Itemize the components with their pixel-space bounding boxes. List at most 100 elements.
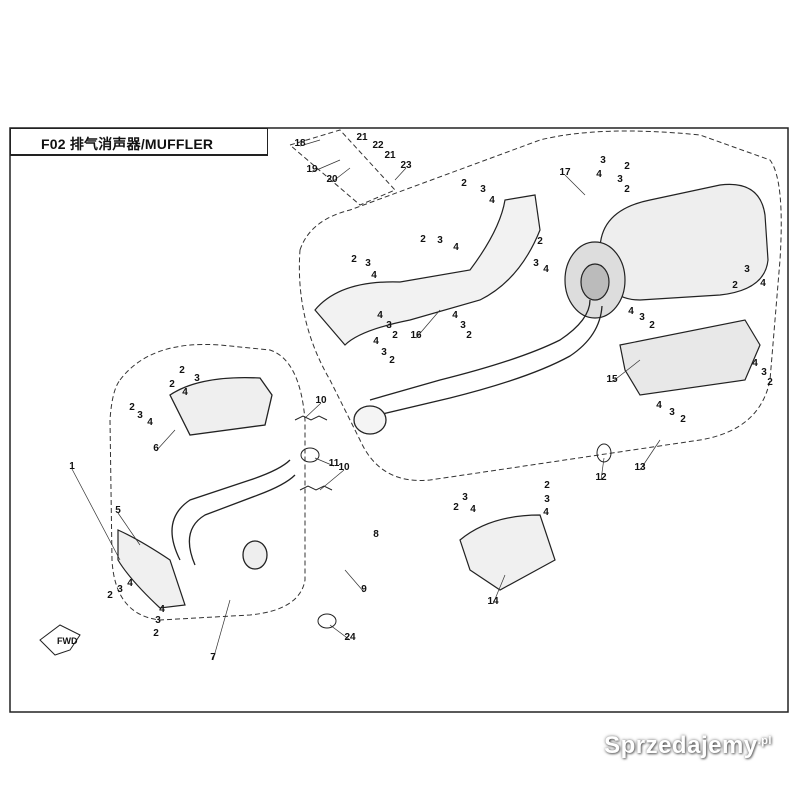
- part-callout: 3: [639, 312, 645, 323]
- leader-line: [212, 599, 231, 661]
- leader-line: [155, 429, 176, 452]
- leader-line: [600, 457, 605, 481]
- part-callout: 12: [595, 472, 607, 483]
- part-callout: 3: [462, 492, 468, 503]
- leader-line: [611, 359, 641, 383]
- part-callout: 2: [624, 161, 630, 172]
- leader-line: [492, 574, 506, 605]
- part-callout: 22: [372, 140, 384, 151]
- part-callout: 4: [452, 310, 458, 321]
- part-callout: 2: [466, 330, 472, 341]
- part-callout: 3: [386, 320, 392, 331]
- leader-line: [329, 624, 351, 641]
- part-callout: 11: [329, 458, 340, 469]
- part-callout: 4: [760, 278, 766, 289]
- part-callout: 8: [373, 529, 379, 540]
- part-callout: 4: [596, 169, 602, 180]
- diagram-frame: [9, 127, 789, 713]
- part-callout: 24: [344, 632, 356, 643]
- part-callout: 2: [153, 628, 159, 639]
- leader-line: [319, 469, 345, 491]
- front-exhaust-pipe: [169, 376, 296, 570]
- leader-line: [71, 468, 121, 561]
- leader-line: [299, 139, 321, 147]
- part-callout: 2: [624, 184, 630, 195]
- part-callout: 4: [453, 242, 459, 253]
- part-callout: 4: [377, 310, 383, 321]
- leader-line: [117, 512, 141, 546]
- leader-line: [311, 159, 341, 173]
- part-callout: 4: [373, 336, 379, 347]
- heat-shield-upper: [314, 194, 541, 346]
- part-callout: 1: [69, 461, 75, 472]
- assembly-group-outlines: [109, 129, 782, 621]
- leader-line: [344, 569, 365, 593]
- watermark-text: Sprzedajemy: [604, 732, 758, 759]
- part-callout: 6: [153, 443, 159, 454]
- part-callout: 3: [117, 584, 123, 595]
- part-callout: 20: [326, 174, 338, 185]
- fwd-label: FWD: [57, 636, 78, 646]
- part-callout: 3: [533, 258, 539, 269]
- part-callout: 2: [537, 236, 543, 247]
- title-box: F02 排气消声器/MUFFLER: [10, 128, 268, 156]
- leader-line: [564, 174, 586, 196]
- part-callout: 4: [656, 400, 662, 411]
- part-callout: 3: [669, 407, 675, 418]
- part-callout: 2: [544, 480, 550, 491]
- part-callout: 2: [169, 379, 175, 390]
- mid-pipe: [353, 299, 603, 435]
- leader-lines: [71, 139, 661, 661]
- part-callout: 14: [487, 596, 499, 607]
- part-callout: 3: [437, 235, 443, 246]
- part-callout: 4: [470, 504, 476, 515]
- part-callout: 4: [489, 195, 495, 206]
- leader-line: [394, 167, 407, 181]
- muffler-assembly: [564, 183, 769, 396]
- part-callout: 2: [129, 402, 135, 413]
- watermark-suffix: .pl: [757, 735, 772, 747]
- springs: [294, 415, 612, 629]
- part-callout: 3: [600, 155, 606, 166]
- watermark-logo: Sprzedajemy.pl: [604, 732, 772, 760]
- part-callout: 2: [107, 590, 113, 601]
- part-callout: 18: [294, 138, 306, 149]
- leader-line: [639, 439, 661, 471]
- part-callout: 4: [147, 417, 153, 428]
- part-callout: 3: [194, 373, 200, 384]
- part-callout: 9: [361, 584, 367, 595]
- page-title: F02 排气消声器/MUFFLER: [41, 136, 214, 152]
- part-callout: 4: [543, 264, 549, 275]
- part-callout: 19: [306, 164, 318, 175]
- leader-line: [304, 402, 322, 419]
- part-callout: 4: [182, 387, 188, 398]
- part-callout: 3: [617, 174, 623, 185]
- leader-line: [331, 167, 351, 183]
- part-callout: 2: [680, 414, 686, 425]
- part-callout: 3: [544, 494, 550, 505]
- part-callout: 4: [371, 270, 377, 281]
- part-callout: 4: [543, 507, 549, 518]
- part-callout: 7: [210, 652, 216, 663]
- part-callout: 10: [338, 462, 350, 473]
- part-callout: 2: [351, 254, 357, 265]
- leader-line: [314, 457, 335, 467]
- part-callout: 4: [159, 604, 165, 615]
- part-callout: 3: [480, 184, 486, 195]
- part-callout: 16: [410, 330, 422, 341]
- part-callout: 4: [752, 358, 758, 369]
- part-callout: 2: [453, 502, 459, 513]
- part-callout: 13: [634, 462, 646, 473]
- part-callout: 3: [460, 320, 466, 331]
- part-callout: 21: [356, 132, 368, 143]
- part-callout: 3: [744, 264, 750, 275]
- part-callout: 17: [559, 167, 571, 178]
- part-callout: 4: [127, 578, 133, 589]
- part-callout: 3: [381, 347, 387, 358]
- part-callout: 3: [137, 410, 143, 421]
- part-callout: 2: [389, 355, 395, 366]
- part-callout: 3: [761, 367, 767, 378]
- part-callout: 3: [365, 258, 371, 269]
